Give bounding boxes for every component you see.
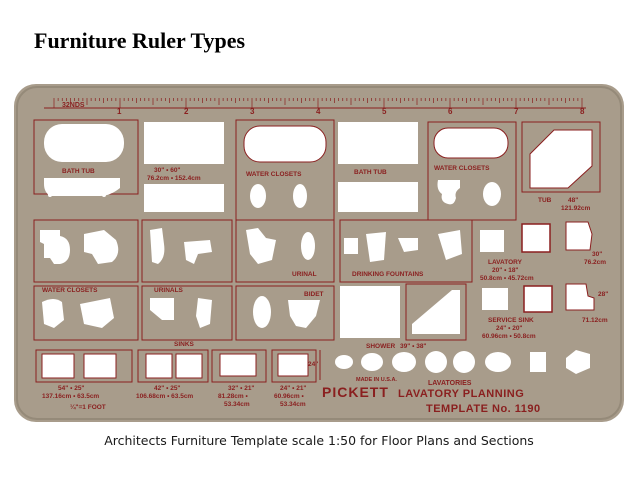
dim-label: 76.2cm • 152.4cm xyxy=(147,175,201,182)
dim-label: 24" • 21" xyxy=(280,385,307,392)
bath-tub-group-2: BATH TUB xyxy=(338,122,418,212)
bidet-label: BIDET xyxy=(304,291,324,298)
slide-title: Furniture Ruler Types xyxy=(34,28,246,53)
shower-label: SHOWER xyxy=(366,343,396,350)
sink-42x25-group: 42" • 25" 106.68cm • 63.5cm xyxy=(136,349,209,400)
dim-label: 24" xyxy=(308,361,318,368)
ruler-number: 7 xyxy=(514,107,519,116)
water-closets-group-2: WATER CLOSETS xyxy=(427,121,517,221)
dim-label: 30" xyxy=(592,251,602,258)
corner-tub-group: TUB 48" 121.92cm xyxy=(521,121,601,212)
lavatory-template-image: 32NDS 1 2 3 4 5 6 7 8 BATH TUB 30" • 60"… xyxy=(14,84,624,422)
urinal-label: URINAL xyxy=(292,271,317,278)
ruler-number: 2 xyxy=(184,107,189,116)
shower-square-cutout xyxy=(340,286,400,338)
water-closets-group-3: WATER CLOSETS xyxy=(33,219,139,341)
lavatory-label: LAVATORY xyxy=(488,259,523,266)
urinal-group: URINAL xyxy=(235,219,335,283)
ruler-number: 5 xyxy=(382,107,387,116)
urinals-label: URINALS xyxy=(154,287,184,294)
ruler-number: 1 xyxy=(117,107,122,116)
made-in-label: MADE IN U.S.A. xyxy=(356,377,397,383)
water-closets-label: WATER CLOSETS xyxy=(42,287,98,294)
small-lavatories-group xyxy=(335,350,590,374)
dim-label: 81.28cm • xyxy=(218,393,248,400)
dim-label: 53.34cm xyxy=(280,401,306,408)
tub-dims-group: 30" • 60" 76.2cm • 152.4cm xyxy=(144,122,224,212)
shower-dims-label: 39" • 38" xyxy=(400,343,427,350)
water-closets-group-1: WATER CLOSETS xyxy=(235,119,335,221)
dim-label: 42" • 25" xyxy=(154,385,181,392)
shower-corner-cutout xyxy=(412,290,460,334)
drinking-fountains-group: DRINKING FOUNTAINS xyxy=(339,219,473,283)
bath-tub-cutout xyxy=(44,124,124,162)
dim-label: 28" xyxy=(598,291,608,298)
dim-label: 32" • 21" xyxy=(228,385,255,392)
lavatories-label: LAVATORIES xyxy=(428,380,472,387)
urinals-group: URINALS xyxy=(141,219,233,341)
bidet-group: BIDET xyxy=(235,285,335,341)
corner-fixture-group-1: 30" 76.2cm xyxy=(565,221,606,266)
bath-tub-label: BATH TUB xyxy=(62,168,95,175)
tub-label: TUB xyxy=(538,197,552,204)
service-sink-group: SERVICE SINK 24" • 20" 60.96cm • 50.8cm xyxy=(482,285,553,340)
ruler-number: 6 xyxy=(448,107,453,116)
ruler-units-label: 32NDS xyxy=(62,102,85,109)
water-closets-label: WATER CLOSETS xyxy=(246,171,302,178)
ruler: 32NDS 1 2 3 4 5 6 7 8 xyxy=(44,98,586,116)
sinks-label: SINKS xyxy=(174,341,195,348)
water-closets-label: WATER CLOSETS xyxy=(434,165,490,172)
dim-label: 24" • 20" xyxy=(496,325,523,332)
ruler-number: 8 xyxy=(580,107,585,116)
tub-cutout xyxy=(144,122,224,164)
template-body xyxy=(14,84,624,422)
dim-label: 71.12cm xyxy=(582,317,608,324)
dim-label: 20" • 18" xyxy=(492,267,519,274)
scale-label: ¼"=1 FOOT xyxy=(70,403,106,411)
shower-group: SHOWER 39" • 38" xyxy=(340,283,467,350)
dim-label: 106.68cm • 63.5cm xyxy=(136,393,193,400)
dim-label: 121.92cm xyxy=(561,205,590,212)
bath-tub-cutout xyxy=(338,122,418,164)
ruler-number: 3 xyxy=(250,107,255,116)
sink-54x25-group: 54" • 25" 137.16cm • 63.5cm ¼"=1 FOOT xyxy=(35,349,133,411)
lavatory-group: LAVATORY 20" • 18" 50.8cm • 45.72cm xyxy=(480,223,551,282)
dim-label: 60.96cm • xyxy=(274,393,304,400)
dim-label: 48" xyxy=(568,197,578,204)
product-line-1: LAVATORY PLANNING xyxy=(398,388,524,400)
product-line-2: TEMPLATE No. 1190 xyxy=(426,403,541,415)
dim-label: 30" • 60" xyxy=(154,167,181,174)
ruler-number: 4 xyxy=(316,107,321,116)
tub-oval-cutout xyxy=(243,125,327,163)
corner-fixture-group-2: 28" 71.12cm xyxy=(565,283,608,324)
branding-group: MADE IN U.S.A. LAVATORIES PICKETT LAVATO… xyxy=(322,377,541,415)
dim-label: 60.96cm • 50.8cm xyxy=(482,333,536,340)
bath-tub-group-1: BATH TUB xyxy=(33,119,139,197)
corner-tub-cutout xyxy=(529,129,593,189)
bath-tub-label: BATH TUB xyxy=(354,169,387,176)
dim-label: 53.34cm xyxy=(224,401,250,408)
drinking-fountains-label: DRINKING FOUNTAINS xyxy=(352,271,424,278)
service-sink-label: SERVICE SINK xyxy=(488,317,534,324)
sink-32x21-group: 32" • 21" 81.28cm • 53.34cm xyxy=(211,349,267,408)
dim-label: 54" • 25" xyxy=(58,385,85,392)
brand-logo: PICKETT xyxy=(322,384,389,400)
dim-label: 50.8cm • 45.72cm xyxy=(480,275,534,282)
dim-label: 76.2cm xyxy=(584,259,606,266)
slide-caption: Architects Furniture Template scale 1:50… xyxy=(104,433,534,448)
dim-label: 137.16cm • 63.5cm xyxy=(42,393,99,400)
sink-24x21-group: 24" • 21" 60.96cm • 53.34cm 24" xyxy=(271,349,321,408)
